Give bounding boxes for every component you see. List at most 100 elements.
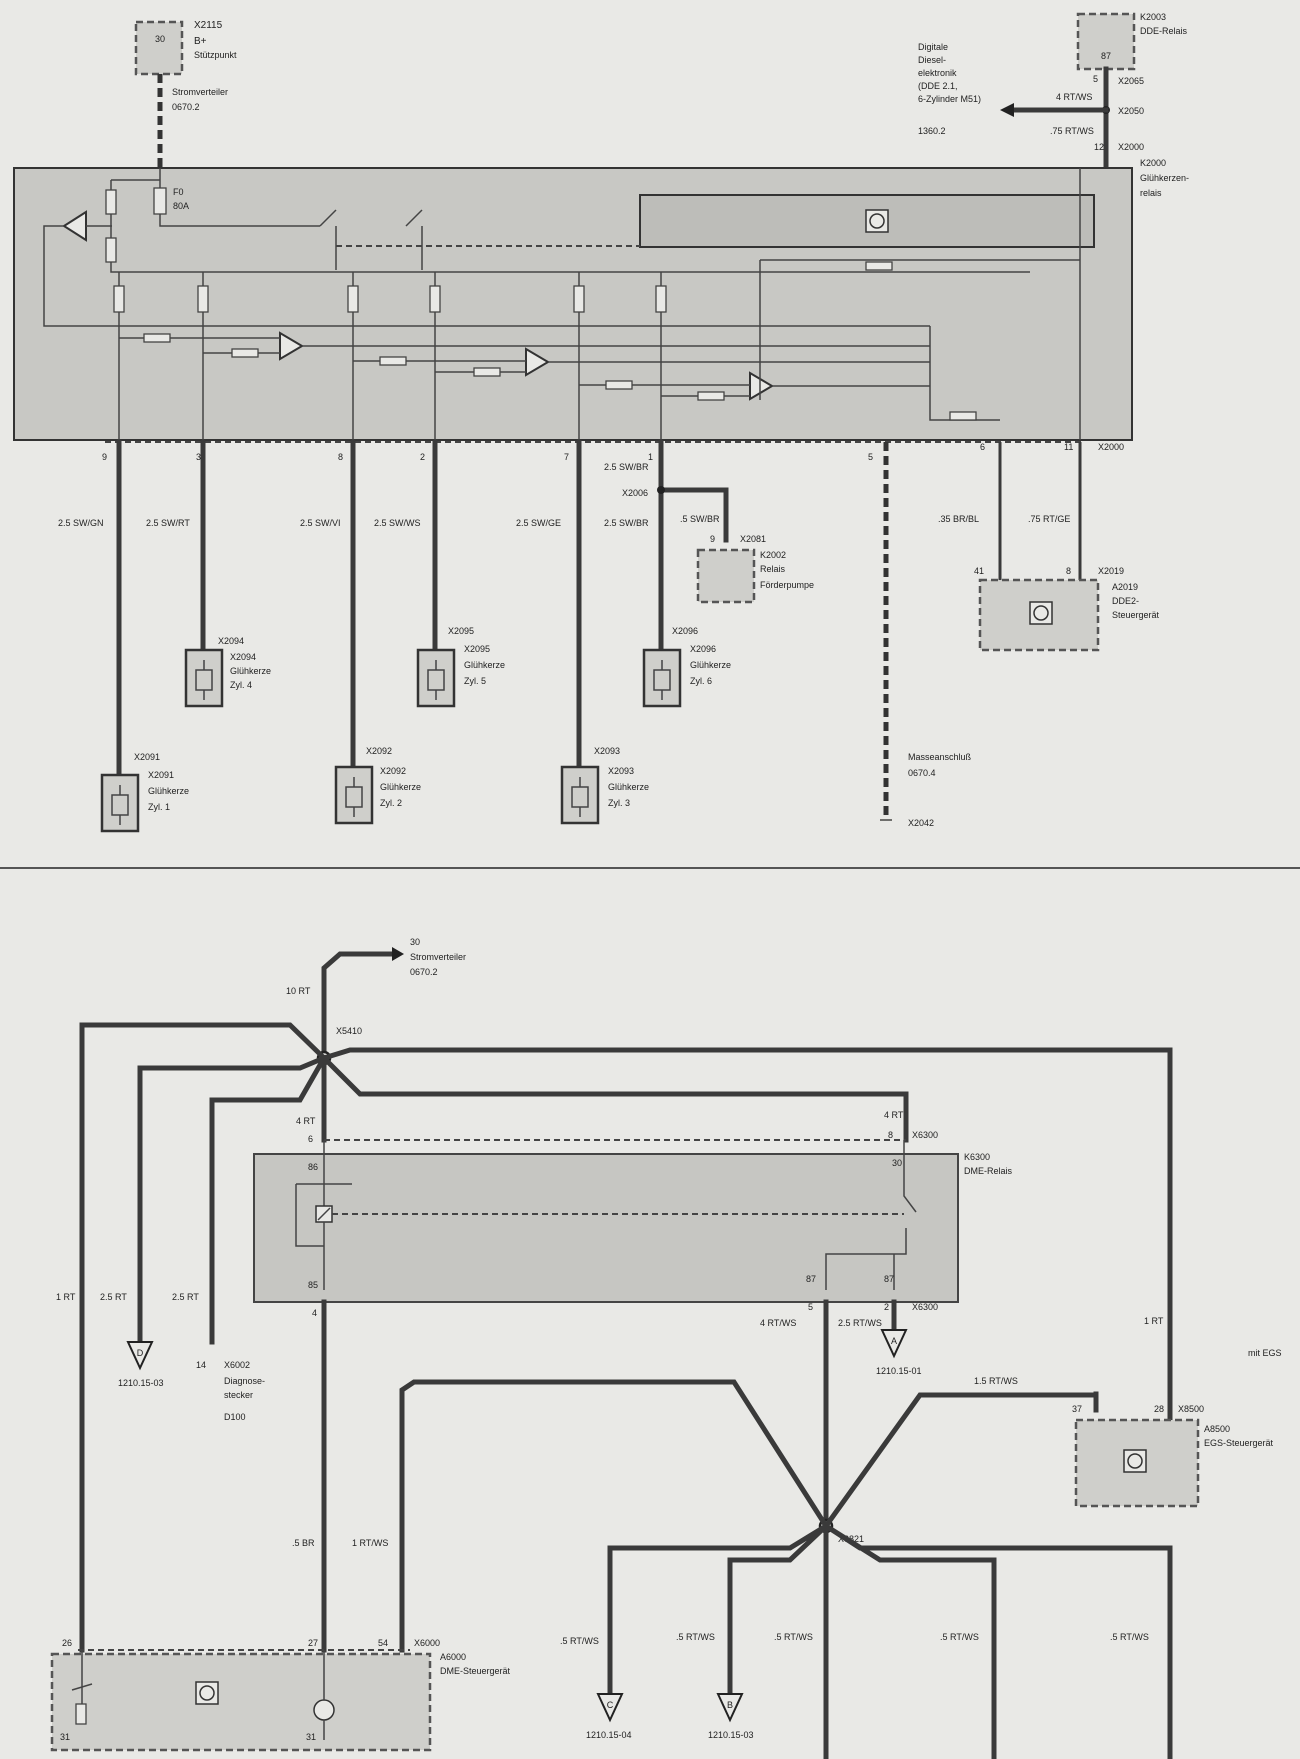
svg-text:X6300: X6300 [912,1302,938,1312]
svg-text:2: 2 [884,1302,889,1312]
svg-text:87: 87 [884,1274,894,1284]
svg-text:9: 9 [710,534,715,544]
svg-text:D100: D100 [224,1412,246,1422]
ref-a: A 1210.15-01 [876,1329,922,1376]
svg-text:4 RT/WS: 4 RT/WS [1056,92,1092,102]
glow-plug-5: X2095 X2095 Glühkerze Zyl. 5 [416,626,505,708]
svg-text:DDE2-: DDE2- [1112,596,1139,606]
svg-text:Relais: Relais [760,564,786,574]
svg-text:Zyl. 5: Zyl. 5 [464,676,486,686]
svg-text:2.5 SW/VI: 2.5 SW/VI [300,518,341,528]
svg-text:X5410: X5410 [336,1026,362,1036]
svg-text:Förderpumpe: Förderpumpe [760,580,814,590]
svg-text:0670.2: 0670.2 [172,102,200,112]
svg-text:85: 85 [308,1280,318,1290]
svg-text:X2093: X2093 [608,766,634,776]
svg-text:8: 8 [1066,566,1071,576]
svg-text:X6000: X6000 [414,1638,440,1648]
svg-text:Glühkerze: Glühkerze [148,786,189,796]
svg-text:2.5 SW/WS: 2.5 SW/WS [374,518,421,528]
svg-text:30: 30 [892,1158,902,1168]
svg-text:10 RT: 10 RT [286,986,311,996]
svg-text:2.5 RT/WS: 2.5 RT/WS [838,1318,882,1328]
svg-text:A: A [891,1336,897,1346]
svg-text:Glühkerze: Glühkerze [690,660,731,670]
svg-text:Diesel-: Diesel- [918,55,946,65]
svg-text:31: 31 [60,1732,70,1742]
svg-text:30: 30 [410,937,420,947]
svg-text:28: 28 [1154,1404,1164,1414]
wire-labels-left: 1 RT 2.5 RT 2.5 RT [56,1292,199,1302]
svg-text:1210.15-01: 1210.15-01 [876,1366,922,1376]
glow-plug-4: X2094 X2094 Glühkerze Zyl. 4 [184,636,271,708]
channel-2 [347,272,930,440]
svg-text:2.5 SW/RT: 2.5 SW/RT [146,518,190,528]
a8500-egs-control-unit: 1 RT mit EGS 1.5 RT/WS 37 28 X8500 A8500… [974,1316,1282,1508]
svg-text:B+: B+ [194,36,207,47]
svg-text:1210.15-03: 1210.15-03 [118,1378,164,1388]
svg-text:X2050: X2050 [1118,106,1144,116]
svg-text:X2000: X2000 [1118,142,1144,152]
svg-text:14: 14 [196,1360,206,1370]
svg-text:Zyl. 6: Zyl. 6 [690,676,712,686]
svg-text:Glühkerze: Glühkerze [608,782,649,792]
svg-text:X2115: X2115 [194,20,223,31]
svg-text:1 RT/WS: 1 RT/WS [352,1538,388,1548]
svg-text:Glühkerzen-: Glühkerzen- [1140,173,1189,183]
svg-text:X2042: X2042 [908,818,934,828]
svg-text:DME-Steuergerät: DME-Steuergerät [440,1666,511,1676]
svg-text:Digitale: Digitale [918,42,948,52]
svg-text:5: 5 [868,452,873,462]
svg-text:stecker: stecker [224,1390,253,1400]
bottom-diagram: 30 Stromverteiler 0670.2 10 RT X5410 1 R… [50,937,1282,1759]
svg-text:X2091: X2091 [134,752,160,762]
svg-text:6: 6 [308,1134,313,1144]
svg-text:1: 1 [648,452,653,462]
k2000-glow-relay: K2000 Glühkerzen- relais F0 80A [13,158,1189,441]
svg-text:B: B [727,1700,733,1710]
svg-text:.5 RT/WS: .5 RT/WS [940,1632,979,1642]
x2000-pins: 9 3 8 2 7 1 5 6 11 X2000 [102,442,1124,462]
svg-text:X8500: X8500 [1178,1404,1204,1414]
svg-text:Zyl. 1: Zyl. 1 [148,802,170,812]
svg-text:K2003: K2003 [1140,12,1166,22]
svg-text:relais: relais [1140,188,1162,198]
glow-plug-6: X2096 X2096 Glühkerze Zyl. 6 [642,626,731,708]
svg-text:87: 87 [806,1274,816,1284]
k6300-dme-relay: 4 RT 4 RT 6 8 X6300 K6300 DME-Relais 86 … [253,1110,1013,1318]
svg-text:27: 27 [308,1638,318,1648]
svg-text:X2006: X2006 [622,488,648,498]
svg-text:Stützpunkt: Stützpunkt [194,50,237,60]
svg-text:.75 RT/WS: .75 RT/WS [1050,126,1094,136]
a6000-dme-control-unit: 26 27 54 X6000 A6000 DME-Steuergerät 31 … [50,1638,511,1752]
svg-text:37: 37 [1072,1404,1082,1414]
svg-text:5: 5 [808,1302,813,1312]
svg-text:2.5 RT: 2.5 RT [172,1292,199,1302]
svg-text:X2096: X2096 [672,626,698,636]
svg-text:X2096: X2096 [690,644,716,654]
k2003-relay: 87 K2003 DDE-Relais [1076,12,1188,71]
svg-text:X2065: X2065 [1118,76,1144,86]
svg-text:2: 2 [420,452,425,462]
svg-text:Diagnose-: Diagnose- [224,1376,265,1386]
svg-text:DME-Relais: DME-Relais [964,1166,1013,1176]
svg-text:30: 30 [155,34,165,44]
wire-labels-top: 2.5 SW/GN 2.5 SW/RT 2.5 SW/VI 2.5 SW/WS … [58,462,1070,528]
svg-text:86: 86 [308,1162,318,1172]
svg-text:Zyl. 2: Zyl. 2 [380,798,402,808]
svg-text:Glühkerze: Glühkerze [464,660,505,670]
svg-text:X2093: X2093 [594,746,620,756]
svg-text:9: 9 [102,452,107,462]
svg-text:D: D [137,1348,144,1358]
svg-text:80A: 80A [173,201,189,211]
svg-text:F0: F0 [173,187,184,197]
top-diagram: 30 X2115 B+ Stützpunkt Stromverteiler 06… [13,12,1189,833]
svg-text:.5 RT/WS: .5 RT/WS [560,1636,599,1646]
svg-text:X2094: X2094 [230,652,256,662]
svg-text:5: 5 [1093,74,1098,84]
svg-text:0670.4: 0670.4 [908,768,936,778]
svg-text:(DDE 2.1,: (DDE 2.1, [918,81,958,91]
svg-text:26: 26 [62,1638,72,1648]
svg-text:X2092: X2092 [380,766,406,776]
k2002-relay-pump: 9 X2081 K2002 Relais Förderpumpe [696,534,814,604]
